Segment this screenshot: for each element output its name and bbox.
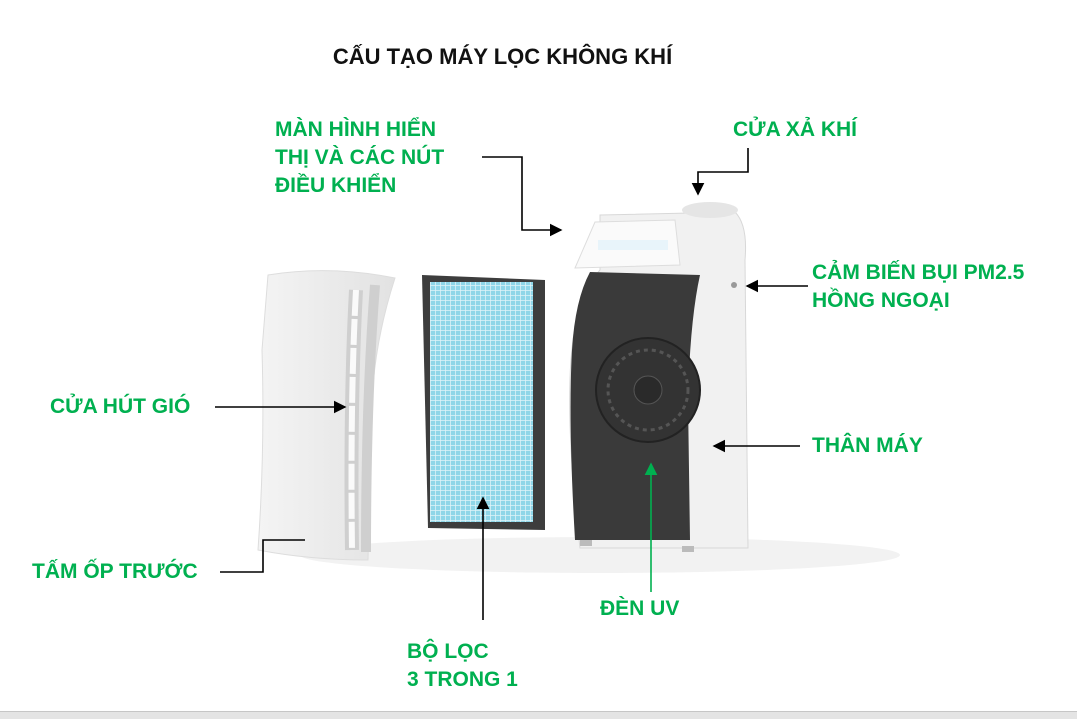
display-connector: [482, 156, 563, 237]
floor-shadow: [300, 537, 900, 573]
label-line: THỊ VÀ CÁC NÚT: [275, 146, 445, 169]
label-line: HỒNG NGOẠI: [812, 289, 950, 312]
pm25-sensor-dot: [731, 282, 737, 288]
label-uv-lamp: ĐÈN UV: [600, 597, 680, 620]
label-air-intake: CỬA HÚT GIÓ: [50, 395, 191, 418]
label-line: BỘ LỌC: [407, 640, 489, 663]
label-body: THÂN MÁY: [812, 434, 923, 457]
label-line: CẢM BIẾN BỤI PM2.5: [812, 261, 1025, 284]
hepa-filter: [422, 275, 545, 530]
label-line: ĐIỀU KHIỂN: [275, 174, 397, 197]
label-display-controls: MÀN HÌNH HIỂN THỊ VÀ CÁC NÚT ĐIỀU KHIỂN: [275, 116, 444, 200]
label-filter: BỘ LỌC 3 TRONG 1: [407, 638, 518, 694]
label-air-outlet: CỬA XẢ KHÍ: [733, 118, 857, 141]
label-front-panel: TẤM ỐP TRƯỚC: [32, 560, 198, 583]
outlet-connector: [691, 148, 749, 196]
purifier-body: [569, 202, 749, 552]
label-line: 3 TRONG 1: [407, 668, 518, 691]
diagram-title: CẤU TẠO MÁY LỌC KHÔNG KHÍ: [332, 44, 673, 69]
label-pm25-sensor: CẢM BIẾN BỤI PM2.5 HỒNG NGOẠI: [812, 259, 1024, 315]
front-panel-connector: [220, 539, 305, 573]
front-panel: [257, 270, 396, 561]
bottom-bar: [0, 711, 1077, 719]
label-line: MÀN HÌNH HIỂN: [275, 118, 436, 141]
